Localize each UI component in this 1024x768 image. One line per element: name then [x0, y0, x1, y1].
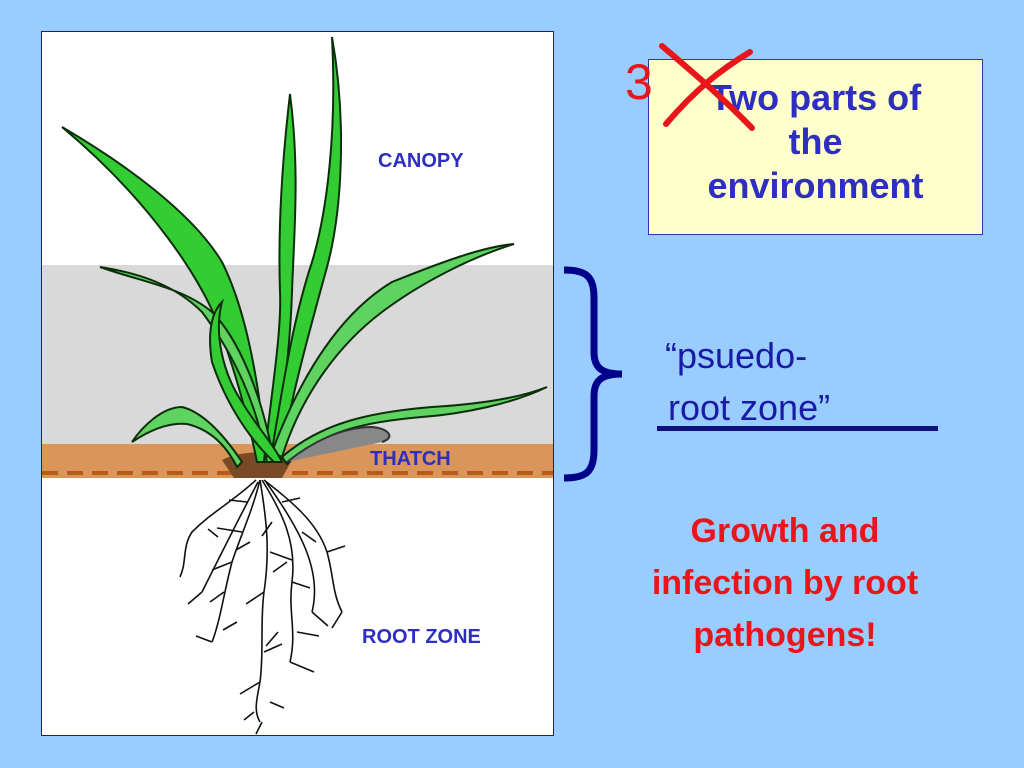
- fill-in-blank-line: [657, 426, 938, 431]
- thatch-label: THATCH: [370, 448, 451, 470]
- canopy-label: CANOPY: [378, 150, 464, 172]
- diagram-panel: CANOPY THATCH ROOT ZONE: [41, 31, 554, 736]
- note-line-2: infection by root: [651, 564, 919, 602]
- roots-icon: [179, 479, 346, 735]
- grass-leaves-icon: [61, 36, 548, 469]
- title-box: Two parts of the environment: [648, 59, 983, 235]
- root-zone-label: ROOT ZONE: [362, 626, 481, 648]
- growth-infection-note: Growth and infection by root pathogens!: [600, 505, 970, 661]
- pseudo-root-zone-line-2: root zone”: [668, 387, 831, 428]
- corrected-number: 3: [625, 54, 653, 110]
- pseudo-root-zone-line-1: “psuedo-: [665, 335, 808, 376]
- grass-plant-diagram: [42, 36, 553, 735]
- note-line-3: pathogens!: [693, 616, 877, 654]
- x-mark-icon: [659, 43, 755, 131]
- title-line-3: environment: [707, 165, 924, 206]
- right-brace-icon: [563, 266, 623, 482]
- note-line-1: Growth and: [690, 512, 880, 550]
- title-line-2: the: [788, 121, 843, 162]
- title-line-1: Two parts of: [709, 77, 922, 118]
